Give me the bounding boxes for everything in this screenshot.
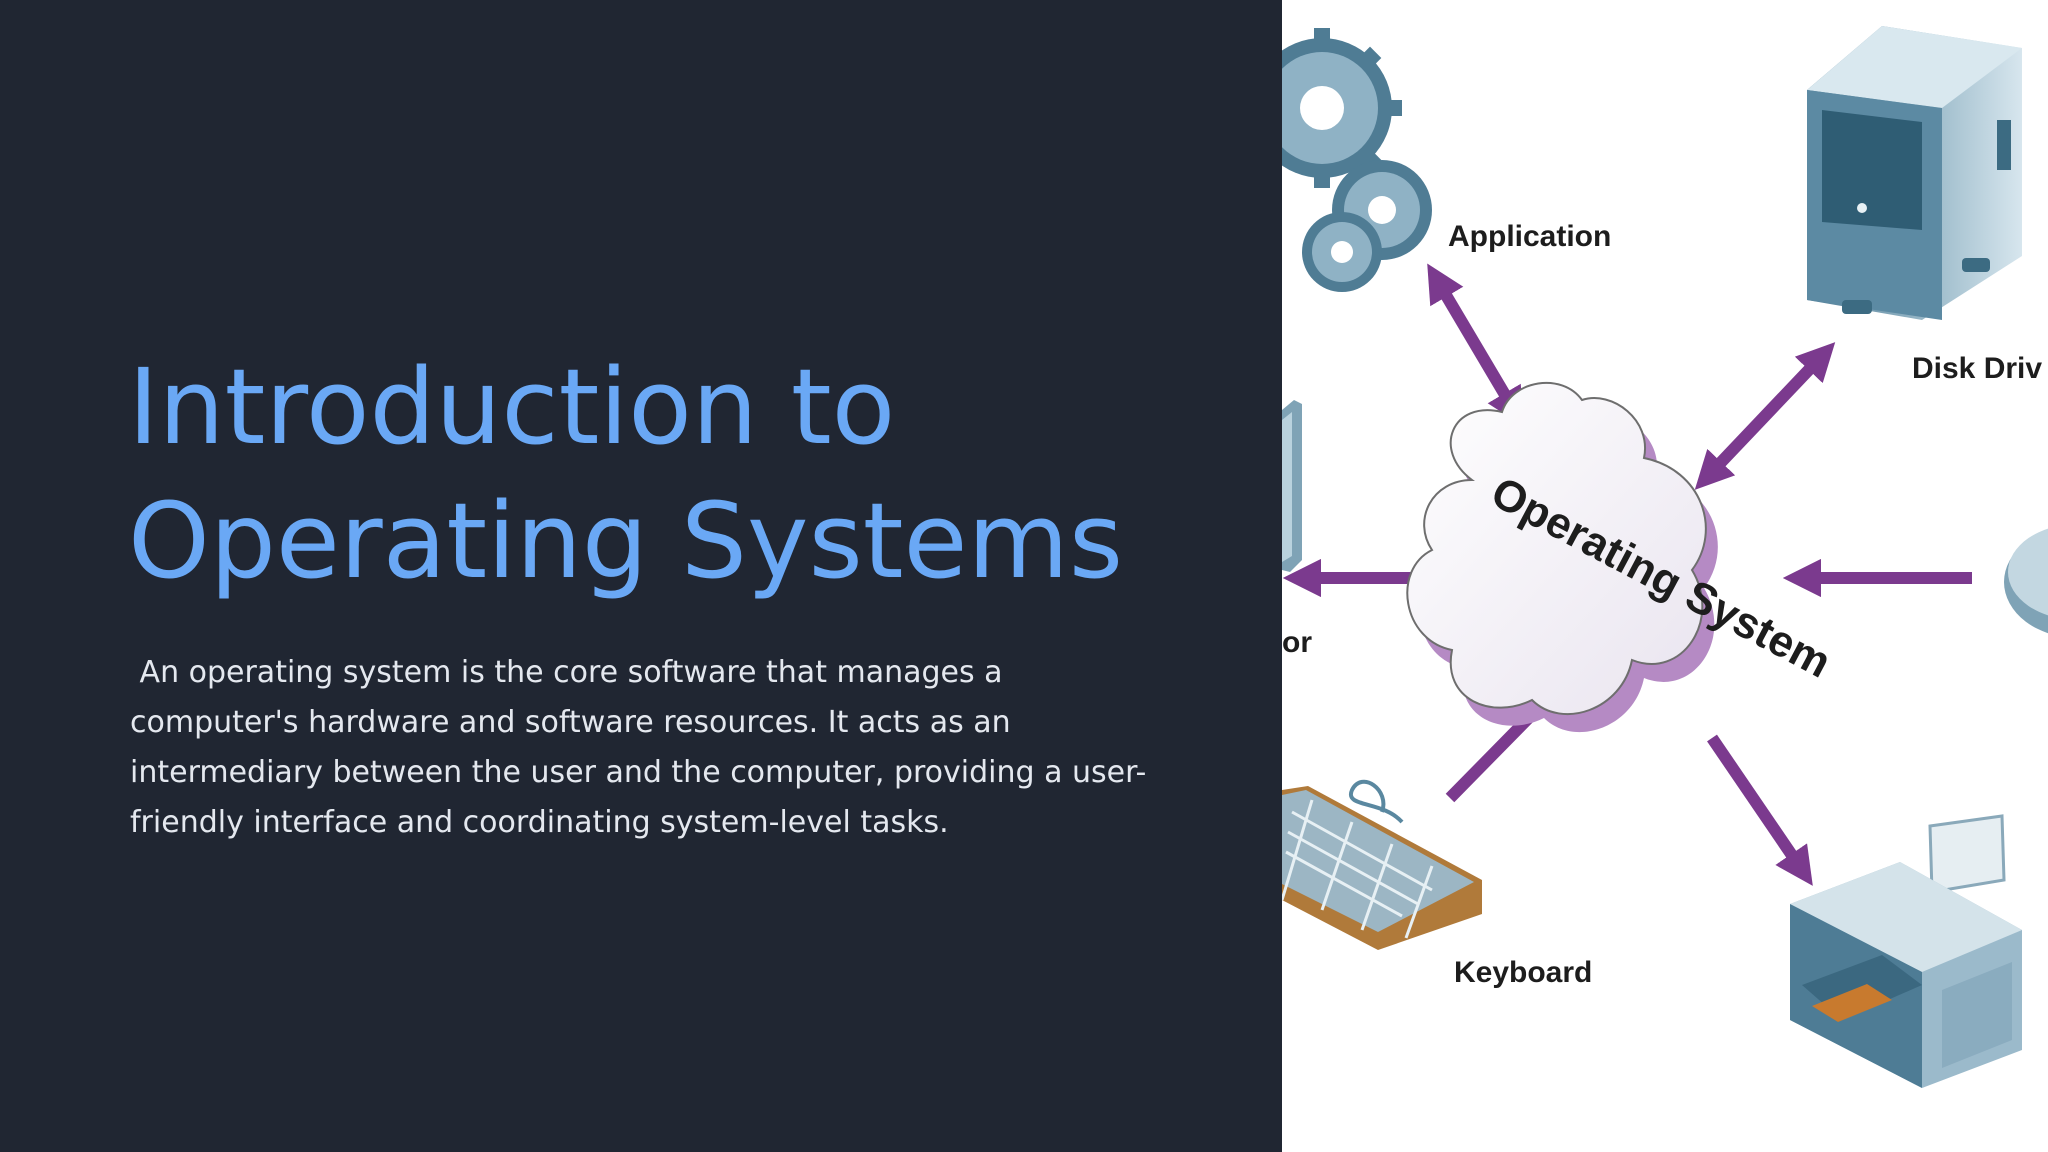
title-line-2: Operating Systems	[128, 480, 1124, 602]
keyboard-label: Keyboard	[1454, 956, 1592, 989]
slide-title: Introduction to Operating Systems	[128, 340, 1208, 608]
title-line-1: Introduction to	[128, 346, 896, 468]
disk-drive-tower-icon	[1807, 26, 2022, 320]
disk-drive-label: Disk Driv	[1912, 352, 2042, 385]
keyboard-icon	[1282, 779, 1482, 950]
slide-text-panel: Introduction to Operating Systems An ope…	[128, 340, 1208, 840]
mouse-icon	[2004, 528, 2048, 634]
arrow-application	[1427, 263, 1524, 427]
cloud-icon	[1406, 382, 1718, 733]
monitor-icon	[1282, 400, 1302, 572]
printer-icon	[1790, 814, 2022, 1088]
gears-icon	[1282, 28, 1432, 292]
arrow-disk-drive	[1694, 342, 1836, 490]
slide-description: An operating system is the core software…	[130, 655, 1147, 840]
monitor-label: or	[1282, 626, 1312, 659]
os-diagram-panel: Application Disk Driv or	[1282, 0, 2048, 1152]
arrow-printer	[1707, 734, 1813, 886]
os-diagram: Application Disk Driv or	[1282, 26, 2048, 1088]
application-label: Application	[1448, 220, 1611, 253]
